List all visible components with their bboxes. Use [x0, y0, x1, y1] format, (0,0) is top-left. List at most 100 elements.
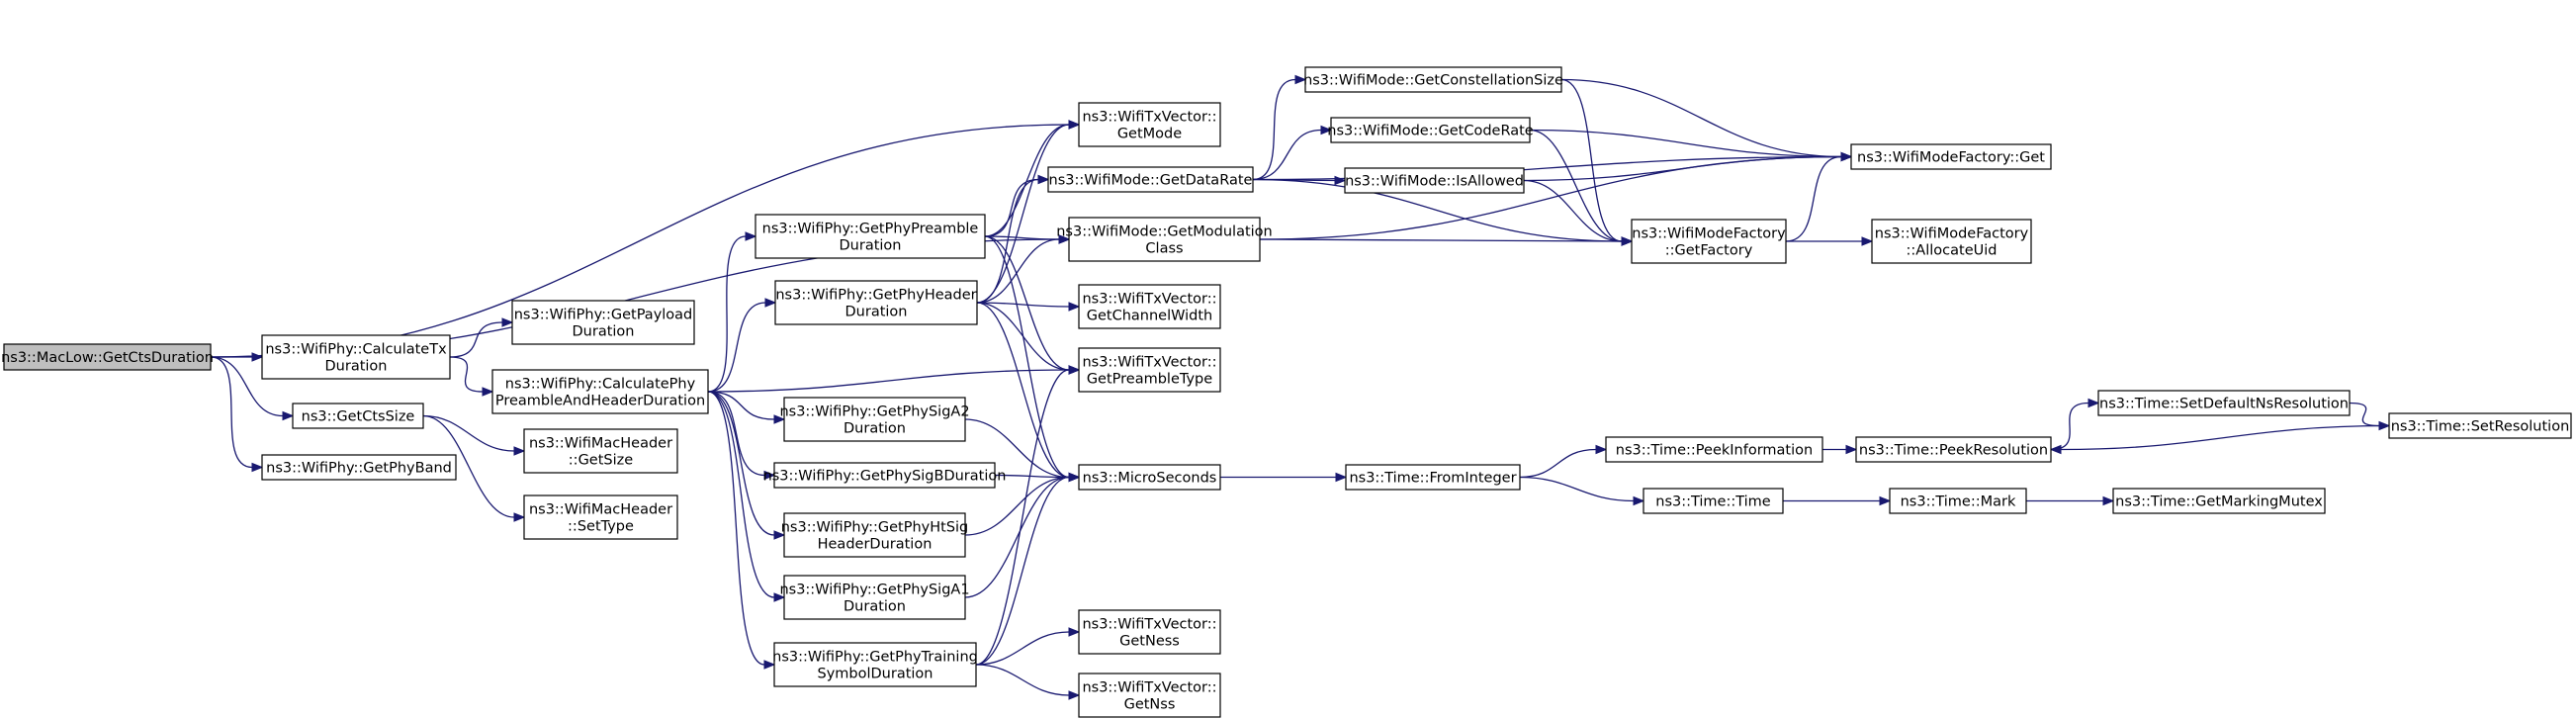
node-get-cts-size[interactable]: ns3::GetCtsSize [292, 403, 424, 429]
edge-getDataRate-to-isAllowed [1252, 175, 1347, 186]
node-alloc-uid[interactable]: ns3::WifiModeFactory::AllocateUid [1871, 219, 2032, 264]
edge-line [1785, 155, 1842, 242]
node-box [773, 462, 996, 489]
edge-getDataRate-to-factoryGet [1252, 151, 1853, 181]
node-get-data-rate[interactable]: ns3::WifiMode::GetDataRate [1047, 166, 1254, 193]
node-label: Duration [325, 359, 388, 375]
node-peek-res[interactable]: ns3::Time::PeekResolution [1855, 436, 2052, 463]
node-label: ::SetType [568, 519, 634, 535]
node-box [523, 428, 678, 474]
edge-codeRate-to-factoryGet [1529, 129, 1853, 162]
edge-line [707, 391, 775, 536]
node-label: GetNss [1124, 697, 1176, 713]
node-label: ns3::WifiPhy::CalculatePhy [505, 377, 696, 393]
node-box [2097, 390, 2351, 416]
arrowhead [1058, 234, 1071, 244]
node-box [523, 494, 678, 540]
edge-training-to-getNess [975, 627, 1081, 666]
node-training[interactable]: ns3::WifiPhy::GetPhyTrainingSymbolDurati… [772, 642, 978, 687]
node-label: ns3::WifiModeFactory [1632, 226, 1786, 242]
edge-line [210, 356, 253, 469]
node-label: GetChannelWidth [1087, 309, 1213, 324]
node-tx-get-mode[interactable]: ns3::WifiTxVector::GetMode [1078, 102, 1221, 147]
node-code-rate[interactable]: ns3::WifiMode::GetCodeRate [1327, 117, 1534, 143]
edge-line [1519, 476, 1635, 502]
arrowhead [1068, 472, 1081, 483]
arrowhead [1845, 444, 1858, 455]
node-get-nss[interactable]: ns3::WifiTxVector::GetNss [1078, 673, 1221, 718]
edge-line [984, 235, 1060, 240]
node-mark-mutex[interactable]: ns3::Time::GetMarkingMutex [2112, 488, 2326, 514]
arrowhead [1037, 174, 1050, 185]
node-label: ::GetFactory [1665, 243, 1753, 259]
edge-line [964, 476, 1070, 598]
edge-phyHeader-to-microSeconds [976, 302, 1081, 483]
edge-getCtsSize-to-macSetType [422, 414, 526, 522]
node-peek-info[interactable]: ns3::Time::PeekInformation [1605, 436, 1823, 463]
node-label: ns3::WifiMode::GetDataRate [1049, 173, 1253, 189]
node-box [1345, 464, 1521, 491]
node-box [261, 454, 457, 481]
node-calc-preamble[interactable]: ns3::WifiPhy::CalculatePhyPreambleAndHea… [491, 369, 709, 414]
edge-phyHeader-to-txGetMode [976, 120, 1081, 304]
node-mac-set-type[interactable]: ns3::WifiMacHeader::SetType [523, 494, 678, 540]
edge-calcPreamble-to-phyHeader [707, 298, 777, 393]
edge-line [707, 302, 766, 393]
arrowhead [1068, 120, 1081, 130]
node-const-size[interactable]: ns3::WifiMode::GetConstellationSize [1303, 66, 1563, 93]
node-box [773, 642, 977, 687]
node-label: ns3::WifiPhy::GetPhySigBDuration [763, 469, 1007, 485]
node-get-ness[interactable]: ns3::WifiTxVector::GetNess [1078, 609, 1221, 655]
node-label: ::GetSize [569, 453, 633, 469]
edge-getModClass-to-getFactory [1259, 236, 1634, 246]
node-factory-get[interactable]: ns3::WifiModeFactory::Get [1850, 143, 2052, 170]
node-chan-width[interactable]: ns3::WifiTxVector::GetChannelWidth [1078, 284, 1221, 329]
edge-line [2050, 402, 2089, 451]
node-box [261, 334, 451, 380]
node-box [491, 369, 709, 414]
node-mark[interactable]: ns3::Time::Mark [1889, 488, 2027, 514]
edge-line [976, 178, 1039, 304]
arrowhead [1840, 151, 1853, 162]
node-set-def-ns[interactable]: ns3::Time::SetDefaultNsResolution [2097, 390, 2351, 416]
node-mac-get-size[interactable]: ns3::WifiMacHeader::GetSize [523, 428, 678, 474]
edge-line [1252, 78, 1296, 181]
node-set-res[interactable]: ns3::Time::SetResolution [2388, 412, 2572, 439]
edge-training-to-getNss [975, 664, 1081, 700]
edge-line [994, 474, 1070, 479]
node-get-factory[interactable]: ns3::WifiModeFactory::GetFactory [1631, 219, 1787, 264]
node-is-allowed[interactable]: ns3::WifiMode::IsAllowed [1344, 167, 1525, 194]
arrowhead [1621, 236, 1634, 246]
node-from-integer[interactable]: ns3::Time::FromInteger [1345, 464, 1521, 491]
node-micro-seconds[interactable]: ns3::MicroSeconds [1078, 464, 1221, 491]
node-get-phy-band[interactable]: ns3::WifiPhy::GetPhyBand [261, 454, 457, 481]
node-box [3, 343, 212, 371]
edge-line [1560, 78, 1842, 158]
arrowhead [745, 231, 757, 241]
edge-line [964, 476, 1070, 536]
node-box [783, 512, 966, 558]
node-root[interactable]: ns3::MacLow::GetCtsDuration [1, 343, 214, 371]
node-label: SymbolDuration [818, 667, 933, 682]
node-preamble-type[interactable]: ns3::WifiTxVector::GetPreambleType [1078, 347, 1221, 393]
edge-line [1519, 448, 1597, 479]
node-label: Class [1145, 241, 1183, 257]
edge-line [964, 418, 1070, 479]
edge-line [1259, 155, 1842, 240]
arrowhead [251, 462, 264, 473]
arrowhead [513, 512, 526, 522]
arrowhead [1879, 495, 1892, 506]
edge-line [975, 664, 1070, 696]
node-sig-b[interactable]: ns3::WifiPhy::GetPhySigBDuration [763, 462, 1007, 489]
node-box [1631, 219, 1787, 264]
node-time-time[interactable]: ns3::Time::Time [1643, 488, 1784, 514]
